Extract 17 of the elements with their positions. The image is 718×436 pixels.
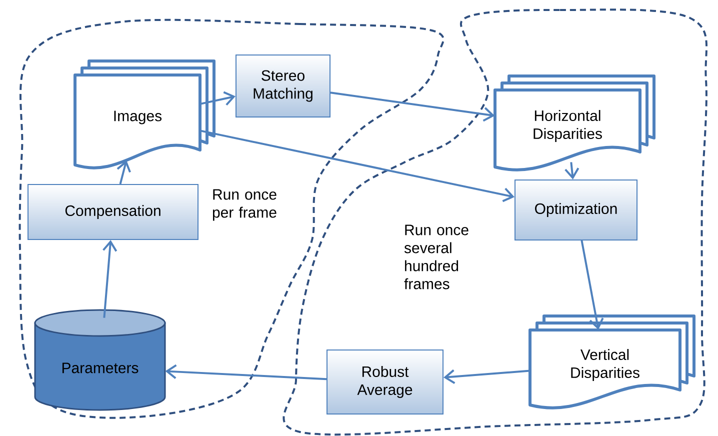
process-box: Stereo Matching [236, 54, 330, 118]
arrow [580, 240, 604, 330]
arrow [200, 91, 236, 106]
arrow [102, 240, 118, 318]
arrow [165, 364, 327, 380]
arrow [444, 369, 530, 384]
process-box: Robust Average [326, 350, 444, 414]
arrow [116, 160, 131, 184]
arrow [564, 162, 580, 180]
arrow [200, 130, 514, 202]
database-cylinder: Parameters [34, 309, 166, 411]
process-box: Compensation [28, 184, 198, 240]
document-stack: Vertical Disparities [528, 314, 696, 410]
document-stack: Horizontal Disparities [494, 74, 656, 172]
document-stack: Images [74, 60, 216, 170]
arrow [330, 92, 495, 122]
process-box: Optimization [514, 180, 638, 240]
